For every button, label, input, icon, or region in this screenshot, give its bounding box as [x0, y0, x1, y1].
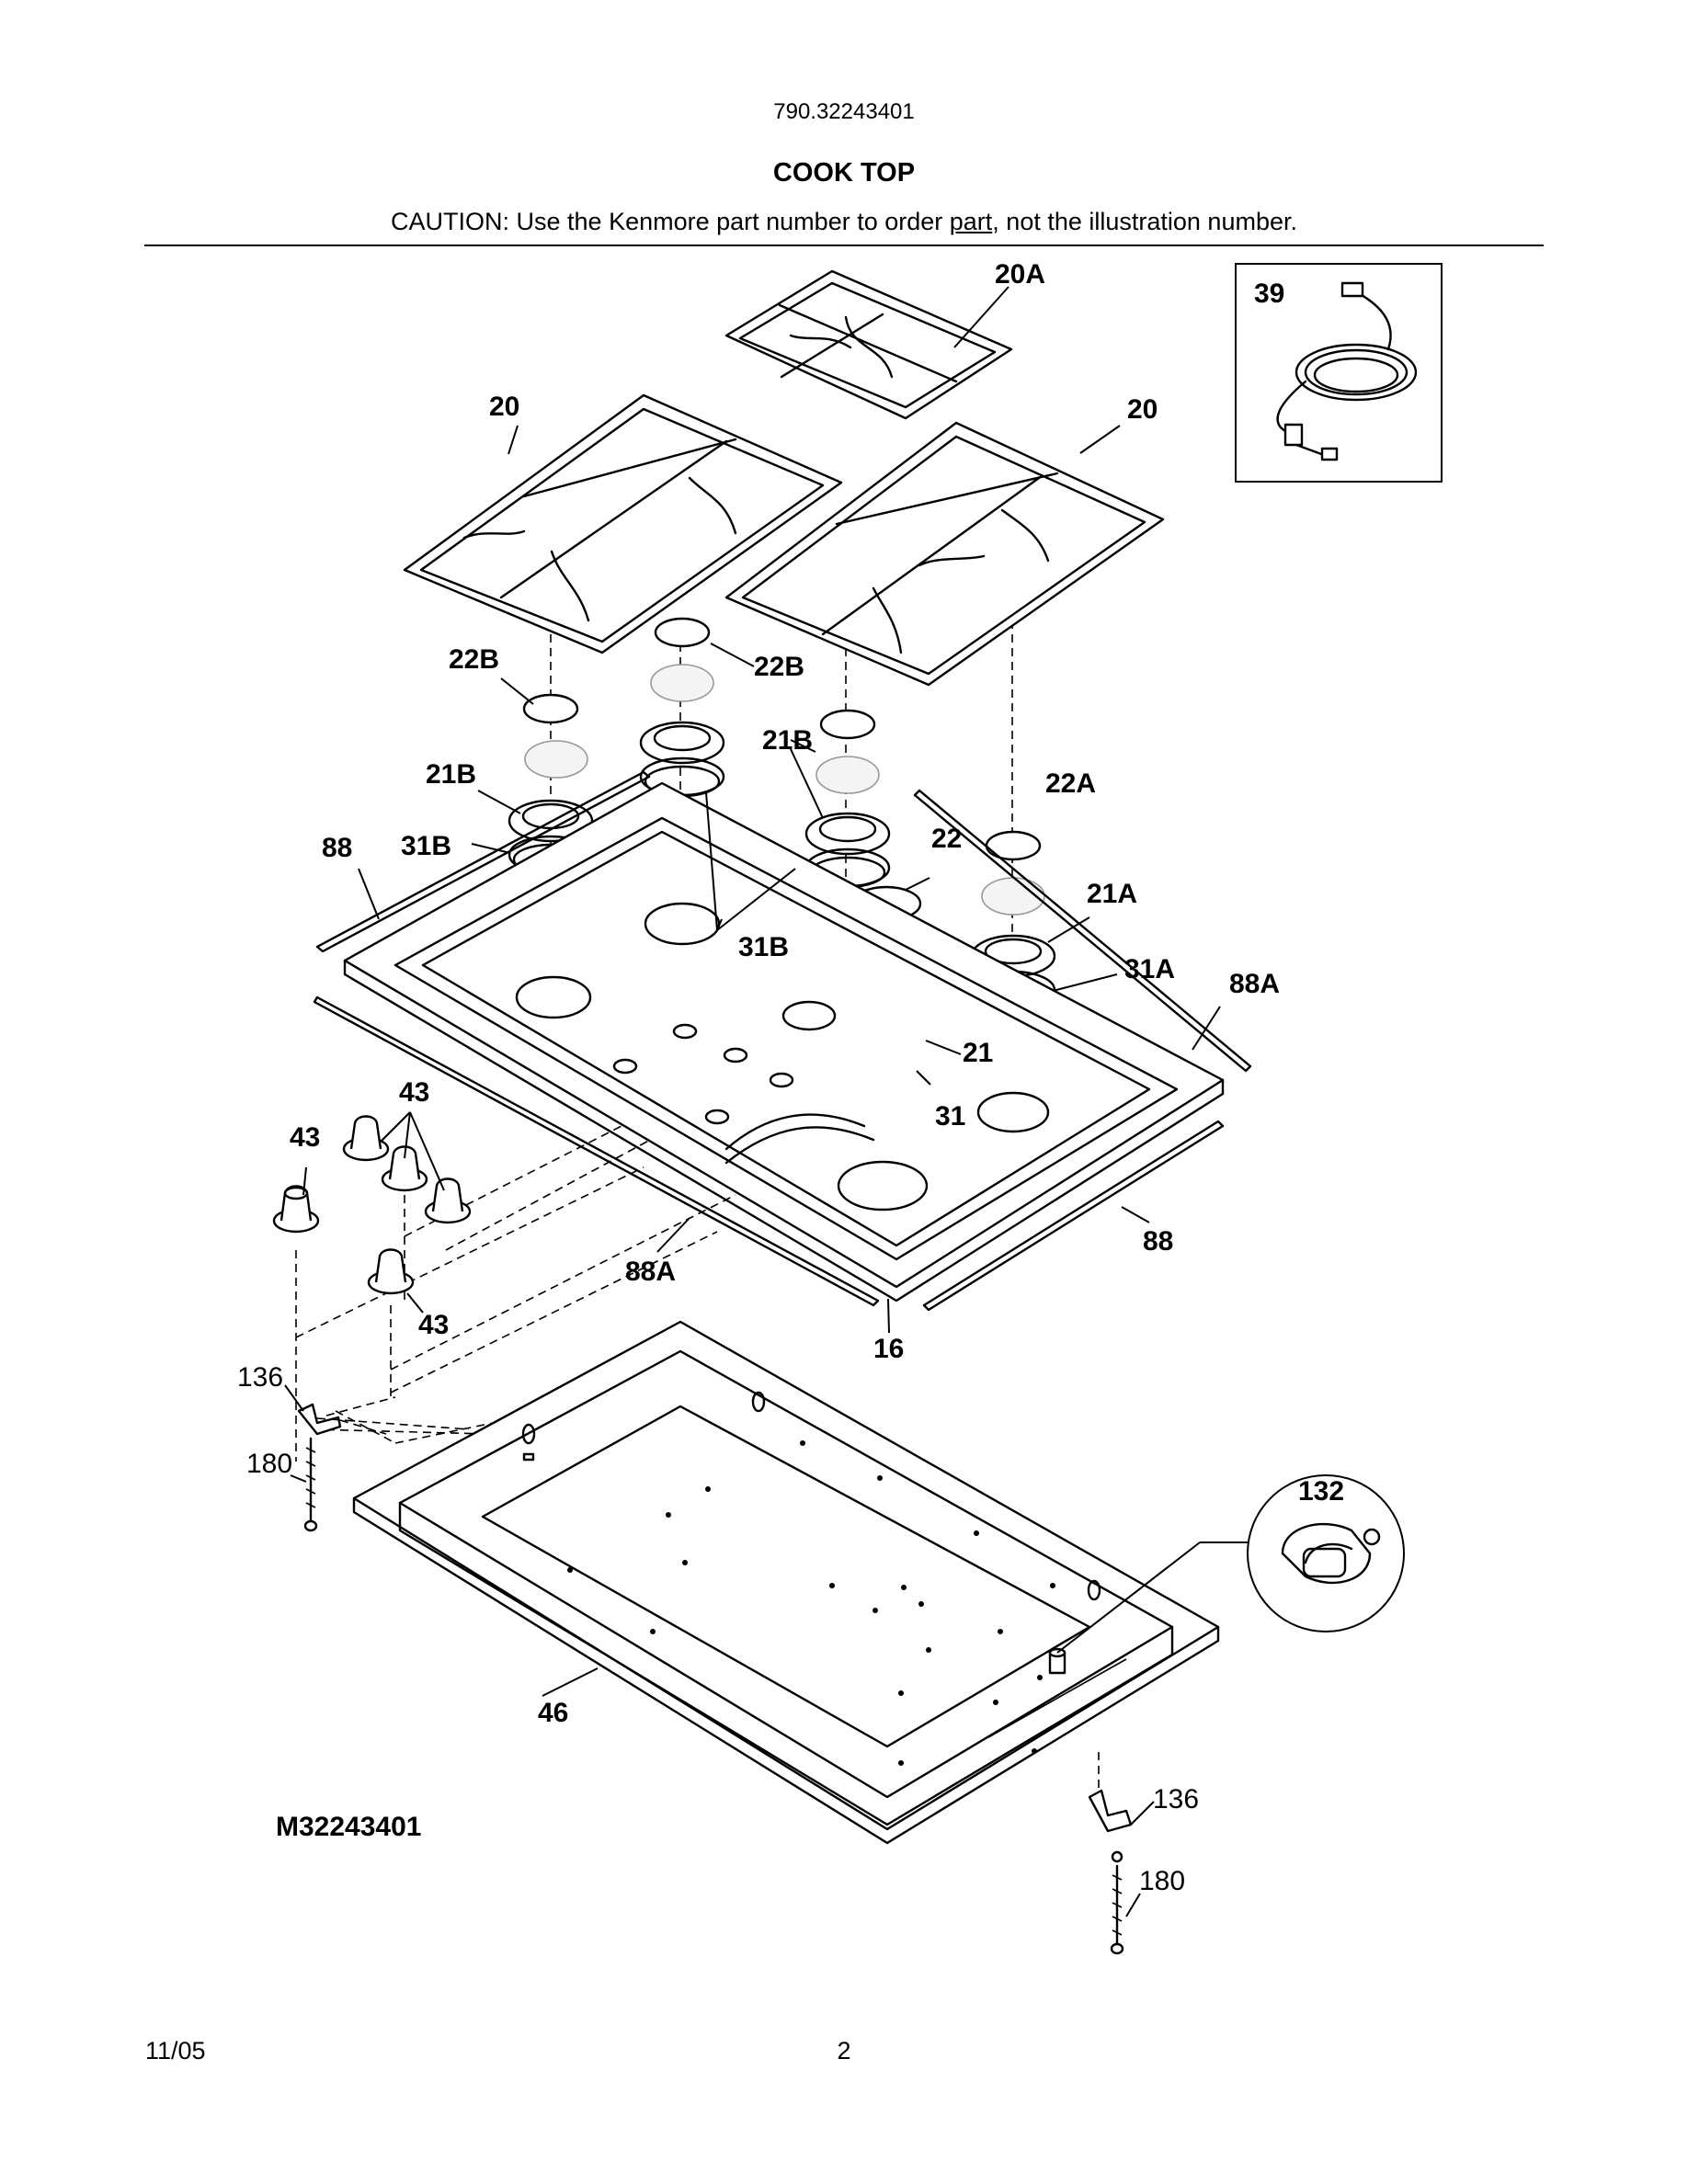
bracket-left	[297, 1403, 342, 1436]
knob-top	[342, 1115, 390, 1162]
label-knob-front: 43	[418, 1310, 449, 1340]
label-cap-center: 22B	[754, 652, 804, 682]
label-head-right: 21A	[1087, 879, 1137, 909]
label-grommet: 132	[1298, 1476, 1344, 1507]
label-ring-large: 31	[935, 1101, 965, 1132]
label-ring-center: 31B	[738, 932, 789, 962]
knob-front	[367, 1248, 415, 1295]
label-grate-right: 20	[1127, 394, 1158, 425]
control-knobs	[272, 1115, 472, 1295]
label-cooktop: 16	[873, 1334, 904, 1364]
label-cap-right: 22A	[1045, 768, 1096, 799]
label-screw-left: 180	[246, 1449, 292, 1479]
label-cap-left: 22B	[449, 644, 499, 675]
bracket-right	[1088, 1789, 1133, 1833]
screw-right	[1110, 1850, 1124, 1955]
footer-page-number: 2	[837, 2037, 851, 2065]
caution-part-word: part	[949, 208, 993, 235]
cooktop-surface	[343, 781, 1225, 1302]
power-cord-inset	[1235, 263, 1443, 483]
label-screw-right: 180	[1139, 1866, 1185, 1896]
label-head-center: 21B	[762, 725, 813, 756]
grate-left	[403, 393, 843, 654]
header-divider	[144, 245, 1544, 246]
label-head-left: 21B	[426, 759, 476, 790]
label-grate-center: 20A	[995, 259, 1045, 290]
caution-text-end: , not the illustration number.	[992, 208, 1297, 235]
burner-box	[352, 1320, 1220, 1845]
label-knobs-group: 43	[399, 1077, 429, 1108]
knob-left	[272, 1185, 320, 1234]
label-trim-front: 88A	[625, 1257, 676, 1287]
grommet-inset	[1056, 1474, 1405, 1654]
label-knob-left: 43	[290, 1122, 320, 1153]
leader-lines	[284, 286, 1221, 1917]
footer-date: 11/05	[145, 2037, 206, 2065]
label-ring-left: 31B	[401, 831, 451, 861]
label-trim-left: 88	[322, 833, 352, 863]
trim-strips	[313, 770, 1252, 1312]
label-bracket-right: 136	[1153, 1784, 1199, 1814]
label-cap-large: 22	[931, 824, 962, 854]
caution-text: CAUTION: Use the Kenmore part number to …	[391, 208, 950, 235]
section-title: COOK TOP	[772, 158, 916, 188]
drawing-id: M32243401	[276, 1812, 421, 1842]
label-burner-box: 46	[538, 1698, 568, 1728]
model-number: 790.32243401	[773, 99, 915, 124]
label-trim-right-top: 88A	[1229, 969, 1280, 999]
caution-note: CAUTION: Use the Kenmore part number to …	[0, 208, 1688, 236]
label-trim-right-bottom: 88	[1143, 1226, 1173, 1257]
screw-left	[303, 1437, 318, 1532]
label-bracket-left: 136	[237, 1362, 283, 1393]
grate-right	[724, 421, 1165, 687]
grate-center	[724, 269, 1013, 420]
knob-right	[424, 1177, 472, 1224]
label-grate-left: 20	[489, 392, 519, 422]
label-head-large: 21	[963, 1038, 993, 1068]
label-ring-right: 31A	[1124, 954, 1175, 984]
knob-mid	[381, 1145, 428, 1192]
part-labels: 20A 20 20 39 22B 22B 21B 21B 31B 88 22 2…	[237, 259, 1344, 1896]
label-power-cord: 39	[1254, 279, 1284, 309]
